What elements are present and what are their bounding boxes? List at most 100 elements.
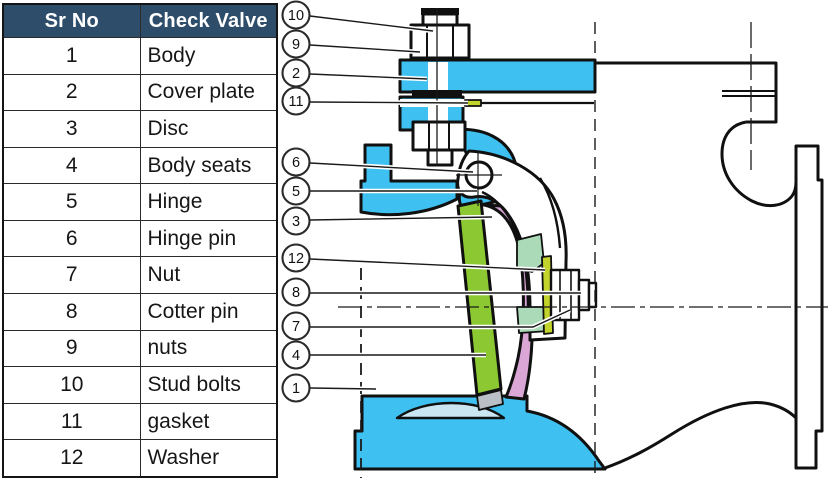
callout-3: 3 — [281, 206, 493, 236]
part-name-cell: Washer — [139, 439, 278, 478]
right-outline-view — [595, 61, 824, 470]
callout-11: 11 — [281, 86, 469, 116]
part-name-cell: Body — [139, 37, 278, 75]
stud-hole-upper — [428, 62, 448, 90]
callout-balloon — [281, 176, 311, 206]
callout-balloon — [281, 243, 311, 273]
callout-7: 7 — [281, 307, 571, 341]
centerlines — [338, 8, 828, 478]
callout-6: 6 — [281, 147, 474, 177]
row-number-cell: 5 — [2, 183, 141, 221]
cover-slot — [722, 90, 776, 97]
leader-line — [309, 162, 474, 173]
leader-line — [309, 258, 546, 271]
callout-balloon — [281, 340, 311, 370]
hinge-boss-outline — [720, 120, 798, 208]
callout-10: 10 — [281, 0, 434, 34]
leader-line — [309, 73, 428, 80]
row-number-cell: 3 — [2, 110, 141, 148]
callout-number: 6 — [292, 155, 300, 171]
cover-side-outline — [595, 61, 778, 124]
top-nut — [409, 23, 471, 60]
top-stud-assembly — [409, 8, 471, 60]
callout-8: 8 — [281, 277, 581, 307]
row-number-cell: 4 — [2, 146, 141, 185]
callout-balloon — [281, 147, 311, 177]
part-name-cell: Cotter pin — [139, 293, 278, 331]
stud-end — [577, 278, 591, 312]
callout-1: 1 — [281, 373, 377, 403]
callout-balloon — [281, 373, 311, 403]
callout-number: 5 — [292, 184, 300, 200]
col-header-check-valve: Check Valve — [139, 3, 278, 38]
body-bottom-curve — [604, 400, 798, 470]
leader-line — [309, 15, 434, 32]
callout-balloon — [281, 86, 311, 116]
leader-line — [309, 216, 493, 221]
callout-2: 2 — [281, 58, 428, 88]
hinge-outer-line — [538, 177, 562, 249]
callout-balloon — [281, 206, 311, 236]
part-name-cell: Hinge pin — [139, 219, 278, 258]
callout-number: 8 — [292, 285, 300, 301]
callout-5: 5 — [281, 176, 477, 206]
callout-balloon — [281, 311, 311, 341]
parts-table-header: Sr No Check Valve — [2, 3, 278, 38]
callout-9: 9 — [281, 29, 421, 59]
callout-number: 10 — [288, 8, 304, 24]
seat-base-strip — [476, 389, 504, 411]
pin-crosshair — [456, 152, 502, 206]
lower-nut-facets — [428, 122, 450, 150]
lower-stud-end — [426, 148, 454, 167]
leader-line — [309, 44, 421, 53]
callout-balloon — [281, 29, 311, 59]
stud-top-cap — [421, 8, 459, 15]
callout-balloon — [281, 0, 311, 30]
callout-number: 11 — [288, 94, 303, 110]
lower-nut — [411, 120, 467, 152]
callout-number: 3 — [292, 214, 300, 230]
leader-line — [309, 101, 469, 104]
callout-4: 4 — [281, 340, 486, 370]
row-number-cell: 2 — [2, 73, 141, 112]
callout-balloon — [281, 277, 311, 307]
body-seat-ring — [456, 199, 503, 397]
callout-number: 2 — [292, 66, 300, 82]
callout-number: 1 — [292, 381, 300, 397]
leader-line — [309, 387, 377, 390]
seat-bore-arch — [395, 401, 506, 420]
part-name-cell: Disc — [139, 110, 278, 148]
part-name-cell: Stud bolts — [139, 366, 278, 404]
lower-nut-assembly — [411, 120, 467, 167]
leader-line — [310, 309, 571, 328]
hub-upper-block — [516, 233, 545, 273]
callout-number: 12 — [288, 251, 304, 267]
callouts: 10 9 2 11 6 5 3 12 8 7 4 1 — [281, 0, 581, 403]
part-name-cell: Hinge — [139, 183, 278, 221]
callout-number: 7 — [292, 319, 300, 335]
col-header-srno: Sr No — [2, 3, 141, 38]
part-name-cell: gasket — [139, 402, 278, 441]
row-number-cell: 12 — [2, 439, 141, 478]
row-number-cell: 6 — [2, 219, 141, 258]
row-number-cell: 11 — [2, 402, 141, 441]
callout-number: 4 — [292, 348, 300, 364]
cover-plate-section — [398, 58, 597, 94]
stud-top — [421, 12, 459, 27]
callout-12: 12 — [281, 243, 546, 273]
